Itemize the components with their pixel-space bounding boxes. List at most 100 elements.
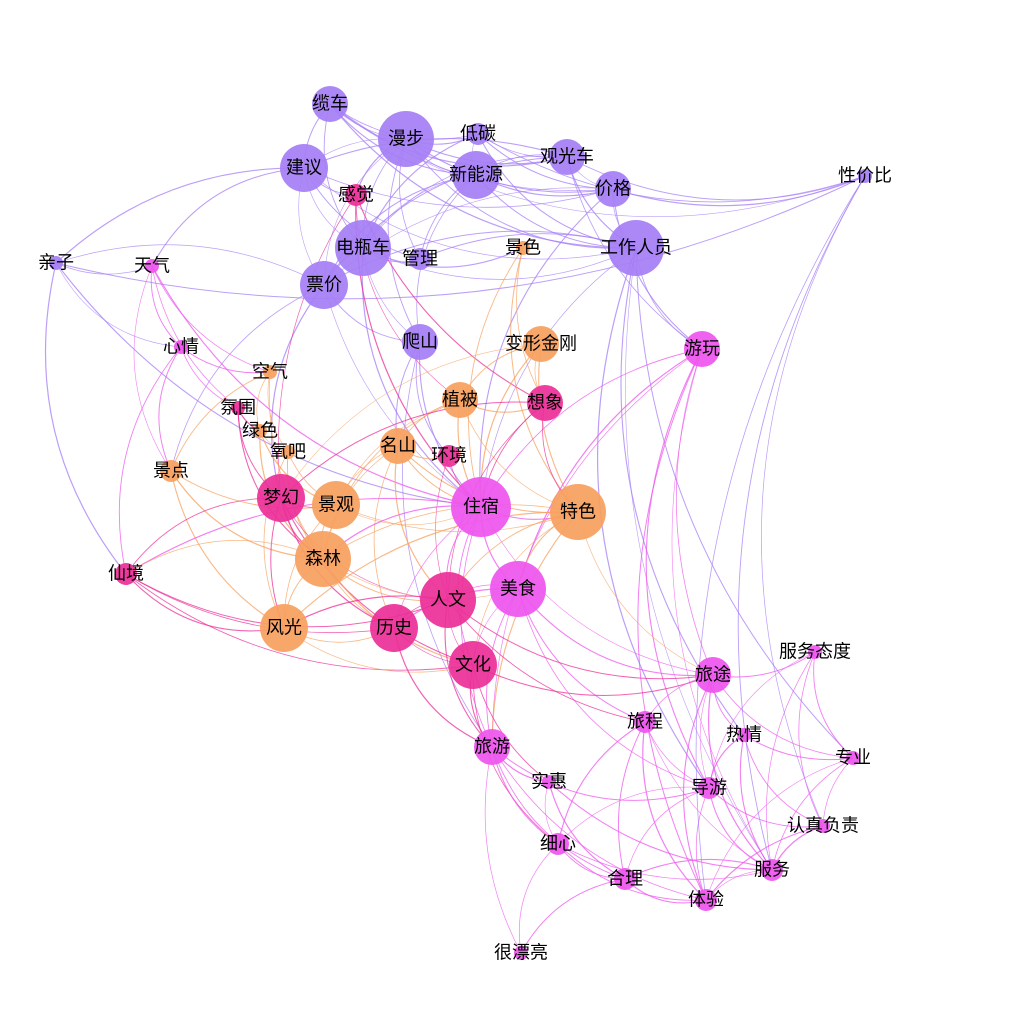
node-circle-e7a9bae6b094[interactable] (263, 365, 277, 379)
edge-e4bd8ee7a2b3-e680a7e4bbb7e6af94 (477, 133, 866, 203)
node-label-e6a3aee69e97: 森林 (305, 549, 341, 570)
node-label-e4bd93e9aa8c: 体验 (688, 890, 724, 911)
edge-e5afbce6b8b8-e59088e79086 (624, 787, 710, 880)
node-circle-e58e86e58fb2[interactable] (370, 604, 418, 652)
nodes-layer (49, 86, 872, 960)
node-label-e5a4a9e6b094: 天气 (134, 256, 170, 277)
node-circle-e6a48de8a2ab[interactable] (442, 382, 478, 418)
edge-e794b5e793b6e8bda6-e4bd8fe5aebf (361, 247, 482, 508)
node-circle-e4bb99e5a283[interactable] (115, 563, 137, 585)
edge-e4bb99e5a283-e58e86e58fb2 (125, 573, 395, 634)
node-circle-e699afe782b9[interactable] (160, 460, 182, 482)
node-label-e7aea1e79086: 管理 (402, 249, 438, 270)
node-circle-e794b5e793b6e8bda6[interactable] (335, 220, 391, 276)
node-circle-e58f98e5bda2e98791e5889a[interactable] (523, 326, 559, 362)
node-label-e5afbce6b8b8: 导游 (691, 778, 727, 799)
edge-e789b9e889b2-e6a3aee69e97 (322, 504, 579, 560)
edge-e7a5a8e4bbb7-e699afe782b9 (170, 284, 325, 472)
node-label-e69785e7a88b: 旅程 (627, 712, 663, 733)
node-circle-e4bd8fe5aebf[interactable] (451, 477, 511, 537)
node-circle-e6b8b8e78ea9[interactable] (684, 331, 720, 367)
node-circle-e699afe889b2[interactable] (516, 241, 530, 255)
node-label-e6849fe8a789: 感觉 (338, 185, 374, 206)
node-label-e5bbbae8aeae: 建议 (286, 158, 322, 179)
node-circle-e6b09be59bb4[interactable] (231, 401, 245, 415)
edge-e5bf83e68385-e4bb99e5a283 (118, 346, 182, 575)
node-circle-e6a3aee69e97[interactable] (295, 531, 351, 587)
node-label-e4bd8ee7a2b3: 低碳 (460, 124, 496, 145)
edge-e683b3e8b1a1-e6a2a6e5b9bb (280, 401, 546, 499)
node-circle-e6849fe8a789[interactable] (345, 184, 367, 206)
node-circle-e5afbce6b8b8[interactable] (698, 777, 720, 799)
node-circle-e7bc86e8bda6[interactable] (312, 86, 348, 122)
node-circle-e4babae69687[interactable] (420, 572, 476, 628)
edge-e699afe889b2-e789b9e889b2 (510, 247, 579, 513)
edge-e6a2a6e5b9bb-e69687e58c96 (280, 497, 474, 666)
edge-e69785e98094-e4b893e4b89a (712, 674, 854, 759)
node-circle-e5be88e6bc82e4baae[interactable] (514, 946, 528, 960)
node-circle-e8a782e58589e8bda6[interactable] (549, 139, 585, 175)
edge-e69785e7a88b-e7bb86e5bf83 (557, 721, 646, 845)
node-circle-e683b3e8b1a1[interactable] (527, 385, 563, 421)
node-label-e7bbbfe889b2: 绿色 (242, 421, 278, 442)
node-circle-e789b9e889b2[interactable] (550, 484, 606, 540)
node-label-e6a48de8a2ab: 植被 (442, 390, 478, 411)
edge-e5bf83e68385-e699afe782b9 (158, 346, 182, 472)
node-circle-e696b0e883bde6ba90[interactable] (452, 151, 500, 199)
edge-e7bb86e5bf83-e5be88e6bc82e4baae (518, 843, 559, 954)
node-circle-e4bd8ee7a2b3[interactable] (467, 123, 489, 145)
node-circle-e7be8ee9a39f[interactable] (490, 561, 546, 617)
edge-e69785e6b8b8-e5afbce6b8b8 (491, 746, 710, 801)
node-label-e794b5e793b6e8bda6: 电瓶车 (336, 238, 390, 259)
node-label-e699afe8a782: 景观 (318, 495, 354, 516)
node-label-e7be8ee9a39f: 美食 (500, 579, 536, 600)
node-label-e696b0e883bde6ba90: 新能源 (449, 165, 503, 186)
node-circle-e4bd93e9aa8c[interactable] (695, 889, 717, 911)
node-circle-e59088e79086[interactable] (614, 868, 636, 890)
node-circle-e5a4a9e6b094[interactable] (145, 259, 159, 273)
node-circle-e6a2a6e5b9bb[interactable] (257, 474, 305, 522)
edge-e8a782e58589e8bda6-e5bbbae8aeae (303, 138, 568, 169)
node-circle-e69c8de58aa1e68081e5baa6[interactable] (808, 645, 822, 659)
node-circle-e69687e58c96[interactable] (449, 641, 497, 689)
node-circle-e8aea4e79c9fe8b49fe8b4a3[interactable] (816, 819, 830, 833)
node-label-e9a38ee58589: 风光 (266, 618, 302, 639)
node-circle-e4bab2e5ad90[interactable] (49, 256, 63, 270)
edge-e4b893e4b89a-e69c8de58aa1 (771, 757, 854, 871)
node-circle-e69c8de58aa1[interactable] (761, 859, 783, 881)
edge-e5ae9ee683a0-e69c8de58aa1 (548, 781, 773, 871)
node-circle-e4b893e4b89a[interactable] (846, 751, 860, 765)
node-circle-e6bcabe6ada5[interactable] (378, 111, 434, 167)
node-circle-e7aea1e79086[interactable] (409, 248, 431, 270)
node-label-e789b9e889b2: 特色 (560, 502, 596, 523)
node-label-e4babae69687: 人文 (430, 590, 466, 611)
node-circle-e6b0a7e590a7[interactable] (281, 445, 295, 459)
edge-e6b8b8e78ea9-e69c8de58aa1 (671, 348, 773, 871)
node-circle-e9a38ee58589[interactable] (260, 604, 308, 652)
edge-e69687e58c96-e69785e98094 (472, 664, 714, 696)
edge-e69785e7a88b-e4bd93e9aa8c (642, 721, 707, 901)
node-circle-e69785e7a88b[interactable] (634, 711, 656, 733)
node-circle-e5908de5b1b1[interactable] (380, 428, 416, 464)
node-circle-e7a5a8e4bbb7[interactable] (300, 261, 348, 309)
node-circle-e4bbb7e6a0bc[interactable] (595, 171, 631, 207)
node-circle-e5ae9ee683a0[interactable] (542, 775, 556, 789)
node-circle-e783ade68385[interactable] (737, 728, 751, 742)
node-circle-e5b7a5e4bd9ce4babae59198[interactable] (608, 220, 664, 276)
edge-e69785e7a88b-e59088e79086 (617, 721, 646, 880)
node-circle-e5bf83e68385[interactable] (174, 340, 188, 354)
node-circle-e7bbbfe889b2[interactable] (253, 424, 267, 438)
edge-e7a5a8e4bbb7-e6a2a6e5b9bb (270, 284, 325, 499)
node-circle-e78eafe5a283[interactable] (438, 445, 460, 467)
node-circle-e69785e6b8b8[interactable] (474, 729, 510, 765)
node-label-e69785e6b8b8: 旅游 (474, 737, 510, 758)
edge-e5bf83e68385-e6b09be59bb4 (180, 346, 239, 409)
edge-e5b7a5e4bd9ce4babae59198-e69c8de58aa1 (625, 247, 773, 871)
node-circle-e69785e98094[interactable] (695, 657, 731, 693)
node-circle-e680a7e4bbb7e6af94[interactable] (858, 169, 872, 183)
node-circle-e5bbbae8aeae[interactable] (280, 144, 328, 192)
node-circle-e699afe8a782[interactable] (312, 481, 360, 529)
node-circle-e788ace5b1b1[interactable] (402, 324, 438, 360)
node-circle-e7bb86e5bf83[interactable] (547, 833, 569, 855)
edge-e5afbce6b8b8-e69c8de58aa1 (708, 787, 773, 871)
